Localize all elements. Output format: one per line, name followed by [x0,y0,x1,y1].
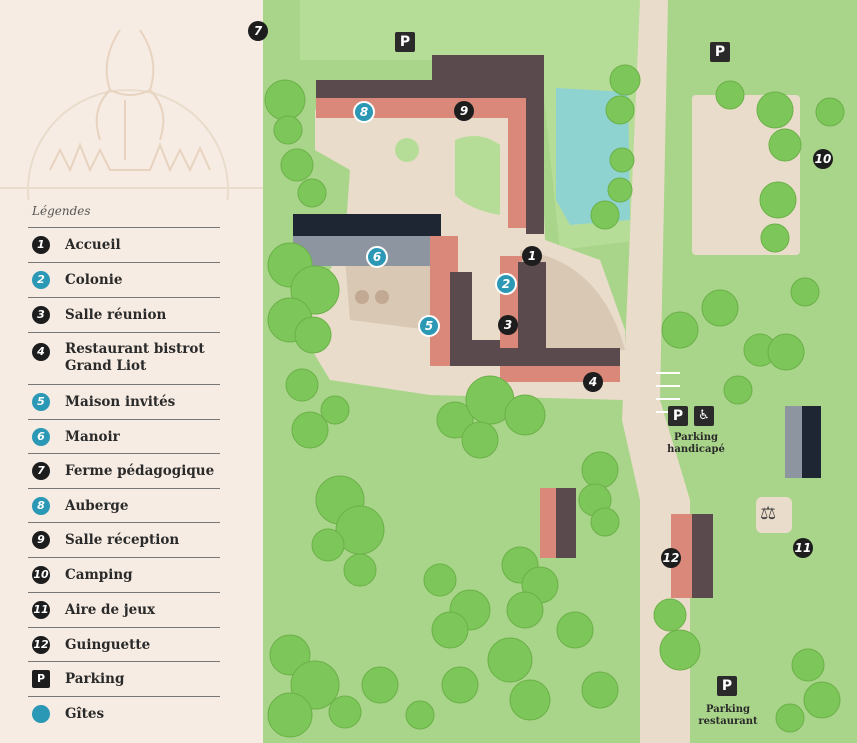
pin-2-colonie[interactable]: 2 [495,273,517,295]
legend-item-guinguette: 12 Guinguette [28,627,220,662]
legend-item-restaurant: 4 Restaurant bistrot Grand Liot [28,332,220,385]
manoir-roof [293,214,441,236]
plaza [520,250,625,350]
parking-icon[interactable]: P [717,676,737,696]
building-roof [432,55,544,83]
legend-item-salle-reunion: 3 Salle réunion [28,297,220,332]
legend-item-parking: P Parking [28,661,220,696]
building-roof [500,348,620,366]
badge-9: 9 [32,531,50,549]
legend-item-camping: 10 Camping [28,557,220,592]
lawn-patch [455,136,500,215]
badge-12: 12 [32,636,50,654]
parking-icon[interactable]: P [395,32,415,52]
legend-label: Aire de jeux [65,602,156,618]
legend-item-colonie: 2 Colonie [28,262,220,297]
building-roof [316,80,544,98]
legend-label: Ferme pédagogique [65,463,215,479]
badge-6: 6 [32,428,50,446]
legend-label: Restaurant bistrot Grand Liot [65,341,205,374]
building-roof [526,98,544,234]
playground-pad [756,497,792,533]
parking-handicape-label: Parking handicapé [667,432,725,455]
legend-panel: Légendes 1 Accueil 2 Colonie 3 Salle réu… [0,0,263,743]
building-roof [518,262,546,348]
gite-roof [802,406,821,478]
legend-item-manoir: 6 Manoir [28,419,220,454]
legend-label: Parking [65,671,125,687]
badge-4: 4 [32,343,50,361]
legend-label: Salle réception [65,532,180,548]
legend-label: Guinguette [65,637,151,653]
legend-label: Auberge [65,498,129,514]
legend-label: Salle réunion [65,307,167,323]
legend-item-accueil: 1 Accueil [28,227,220,262]
legend-label: Colonie [65,272,123,288]
pin-1-accueil[interactable]: 1 [522,246,542,266]
badge-11: 11 [32,601,50,619]
badge-3: 3 [32,306,50,324]
pin-6-manoir[interactable]: 6 [366,246,388,268]
pin-3-salle-reunion[interactable]: 3 [498,315,518,335]
outbuilding-roof [556,488,576,558]
pin-5-maison-invites[interactable]: 5 [418,315,440,337]
legend-item-salle-reception: 9 Salle réception [28,522,220,557]
parking-icon[interactable]: P [668,406,688,426]
wheelchair-icon[interactable]: ♿ [694,406,714,426]
badge-10: 10 [32,566,50,584]
guinguette-roof [692,514,713,598]
pin-9-salle-reception[interactable]: 9 [454,101,474,121]
legend-item-auberge: 8 Auberge [28,488,220,523]
legend-label: Maison invités [65,394,176,410]
legend-item-gites: Gîtes [28,696,220,731]
parasol [355,290,369,304]
legend-item-ferme: 7 Ferme pédagogique [28,453,220,488]
pin-10-camping[interactable]: 10 [813,149,833,169]
badge-1: 1 [32,236,50,254]
pin-12-guinguette[interactable]: 12 [661,548,681,568]
gite-dot-icon [32,705,50,723]
badge-7: 7 [32,462,50,480]
badge-5: 5 [32,393,50,411]
legend-label: Manoir [65,429,120,445]
pin-7-ferme[interactable]: 7 [248,21,268,41]
parking-icon: P [32,670,50,688]
legend-item-maison-invites: 5 Maison invités [28,384,220,419]
badge-8: 8 [32,497,50,515]
building-roof [450,340,500,366]
legend-label: Gîtes [65,706,105,722]
pin-4-restaurant[interactable]: 4 [583,372,603,392]
pin-8-auberge[interactable]: 8 [353,101,375,123]
trees [264,64,845,738]
pin-11-aire-de-jeux[interactable]: 11 [793,538,813,558]
seesaw-icon: ⚖ [760,503,777,524]
parking-icon[interactable]: P [710,42,730,62]
building-wall [316,98,516,118]
parking-restaurant-label: Parking restaurant [698,704,758,727]
terrace [345,260,440,330]
legend-title: Légendes [32,204,91,218]
badge-2: 2 [32,271,50,289]
parasol [375,290,389,304]
deer-logo [0,29,263,200]
legend-item-aire-de-jeux: 11 Aire de jeux [28,592,220,627]
legend-label: Camping [65,567,133,583]
legend-label: Accueil [65,237,121,253]
lawn-circle [395,138,419,162]
